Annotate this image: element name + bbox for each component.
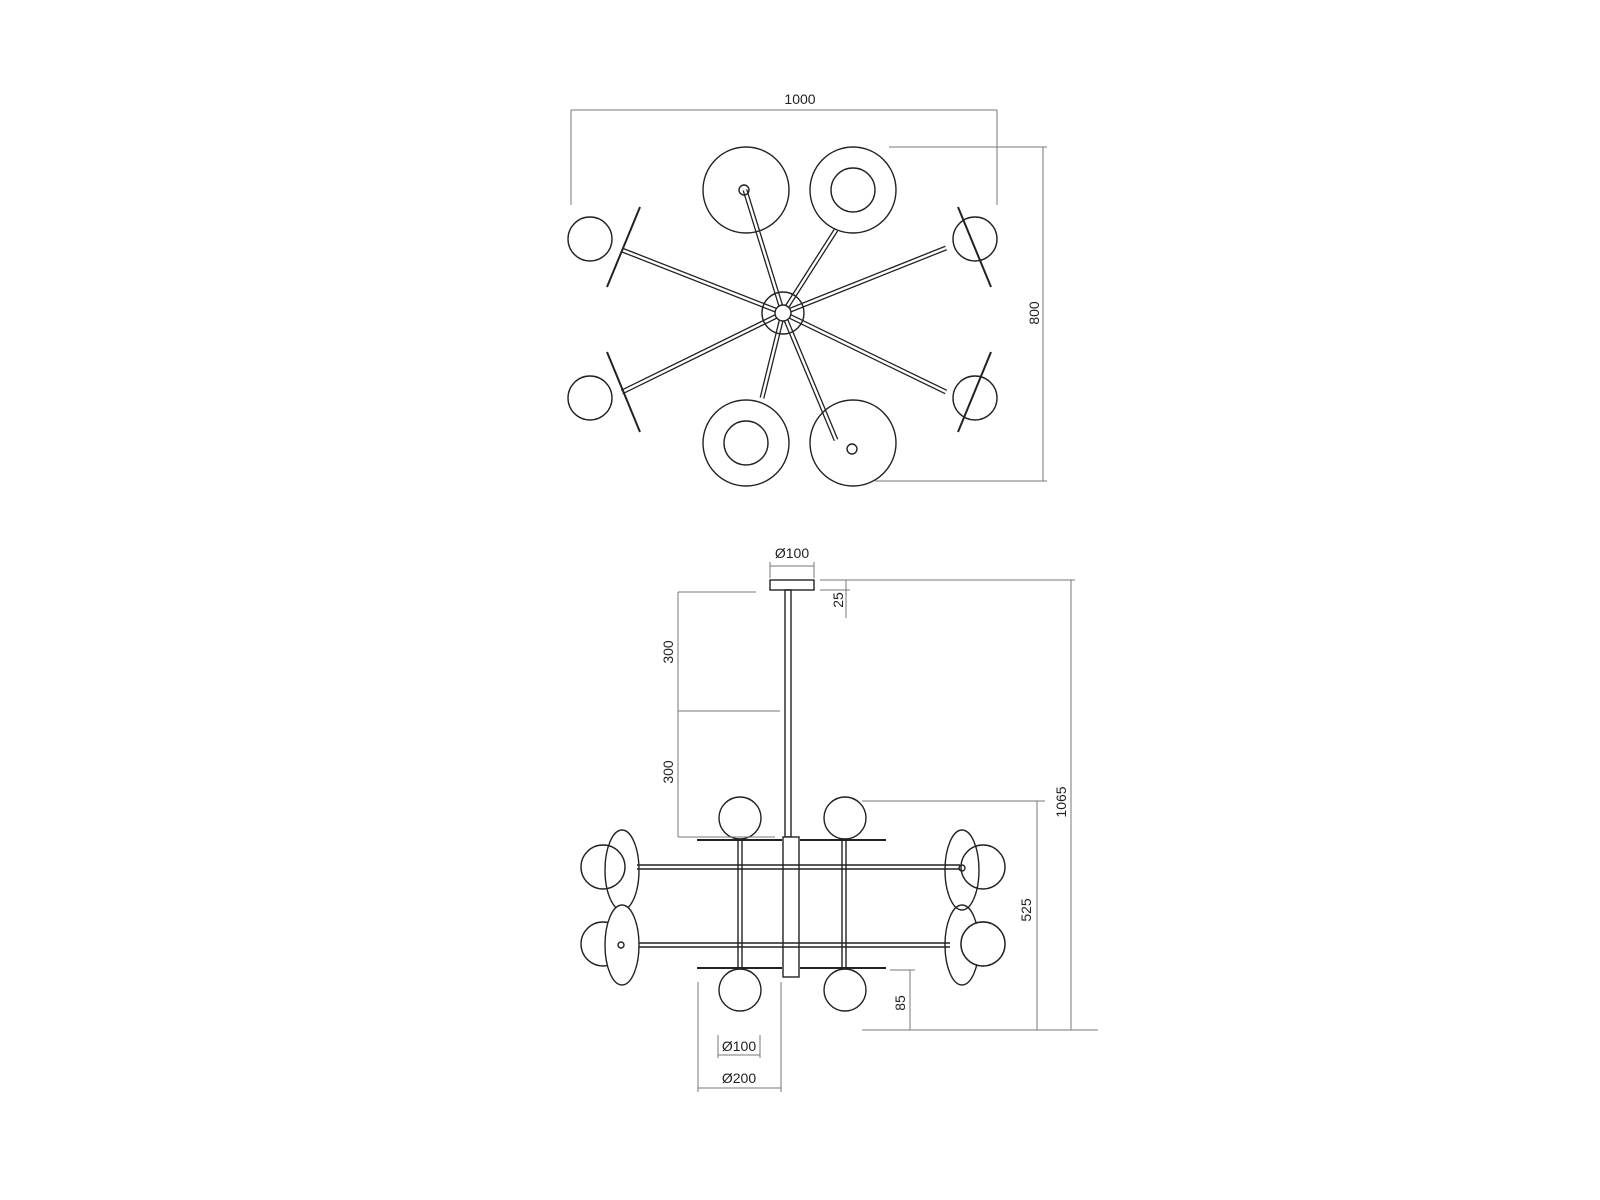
dimension-lines [677,562,1098,1092]
discs [702,146,897,487]
rod-segment-1-label: 300 [660,640,676,664]
canopy-height-label: 25 [830,592,846,608]
side-view: Ø100 25 300 300 1065 525 85 Ø100 Ø200 [580,545,1098,1092]
depth-label: 800 [1026,301,1042,325]
globes [567,206,998,433]
dimension-width: 1000 [570,91,998,205]
hub-center [774,304,792,322]
canopy [769,579,815,591]
rod [784,589,792,838]
top-view: 1000 800 [567,91,1047,487]
globe-drop-label: 85 [892,995,908,1011]
rod-segment-2-label: 300 [660,760,676,784]
central-body [782,836,800,978]
globes-side [580,796,1006,1012]
dimension-depth: 800 [875,146,1047,482]
canopy-diameter-label: Ø100 [775,545,809,561]
total-height-label: 1065 [1053,786,1069,817]
disc-diameter-label: Ø200 [722,1070,756,1086]
frame [625,839,960,969]
globe-diameter-label: Ø100 [722,1038,756,1054]
hub-outer [761,291,805,335]
body-height-label: 525 [1018,898,1034,922]
width-label: 1000 [784,91,815,107]
